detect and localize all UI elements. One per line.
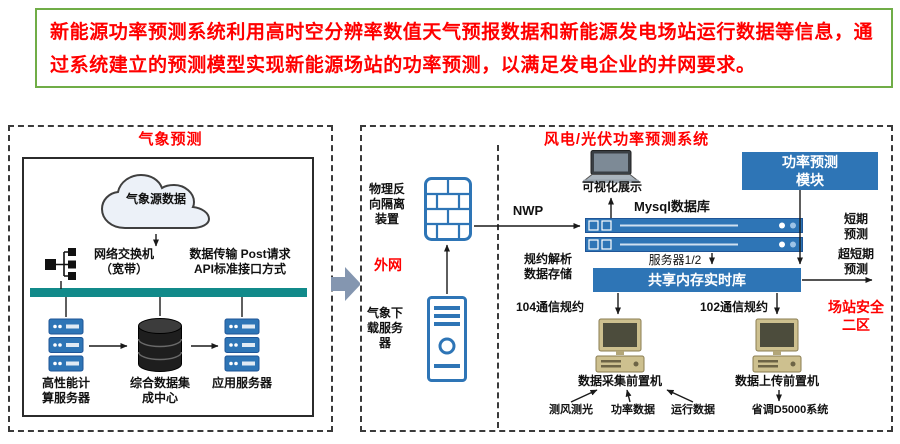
- data-collector-label: 数据采集前置机: [577, 374, 662, 388]
- weather-download-server-label: 气象下 载服务 器: [366, 306, 403, 350]
- weather-inner-box: [22, 157, 314, 417]
- header-description-box: 新能源功率预测系统利用高时空分辨率数值天气预报数据和新能源发电场站运行数据等信息…: [35, 8, 893, 88]
- rack-server-bar-1: [585, 218, 803, 233]
- firewall-icon: [424, 177, 472, 241]
- source-wind-light-label: 测风测光: [549, 404, 593, 416]
- flow-block-arrow-icon: [331, 267, 361, 301]
- power-panel-title: 风电/光伏功率预测系统: [543, 131, 710, 148]
- visualization-label: 可视化展示: [581, 180, 642, 194]
- shared-memory-bar: 共享内存实时库: [593, 268, 801, 292]
- protocol-102-label: 102通信规约: [699, 300, 769, 314]
- network-bus-bar: [30, 288, 307, 297]
- cloud-label: 气象源数据: [125, 192, 186, 206]
- servers-label: 服务器1/2: [648, 253, 702, 267]
- cloud-icon: [95, 172, 217, 232]
- rack-server-bar-2: [585, 237, 803, 252]
- short-term-label: 短期 预测: [843, 212, 868, 241]
- network-switch-label: 网络交换机 （宽带）: [93, 247, 154, 276]
- app-server-icon: [224, 318, 260, 372]
- network-switch-icon: [44, 247, 78, 281]
- source-power-data-label: 功率数据: [611, 404, 655, 416]
- nwp-label: NWP: [512, 203, 544, 218]
- database-cylinder-icon: [134, 317, 186, 373]
- app-server-label: 应用服务器: [211, 376, 272, 390]
- dispatch-system-label: 省调D5000系统: [751, 404, 829, 416]
- tower-server-icon: [427, 296, 467, 382]
- mysql-label: Mysql数据库: [634, 199, 710, 214]
- ultra-short-term-label: 超短期 预测: [837, 247, 874, 276]
- isolation-device-label: 物理反 向隔离 装置: [368, 182, 405, 226]
- protocol-104-label: 104通信规约: [515, 300, 585, 314]
- data-collector-icon: [594, 318, 646, 374]
- data-center-label: 综合数据集 成中心: [129, 376, 190, 405]
- security-zone-separator: [497, 145, 499, 428]
- extranet-label: 外网: [374, 257, 402, 273]
- header-description-text: 新能源功率预测系统利用高时空分辨率数值天气预报数据和新能源发电场站运行数据等信息…: [50, 22, 874, 76]
- api-transfer-label: 数据传输 Post请求 API标准接口方式: [189, 247, 291, 276]
- data-uploader-label: 数据上传前置机: [734, 374, 819, 388]
- data-uploader-icon: [751, 318, 803, 374]
- laptop-icon: [580, 150, 642, 184]
- source-operation-data-label: 运行数据: [671, 404, 715, 416]
- station-zone-label: 场站安全 二区: [828, 299, 884, 333]
- weather-forecast-panel: [8, 125, 333, 432]
- protocol-parse-label: 规约解析 数据存储: [523, 252, 572, 281]
- compute-server-label: 高性能计 算服务器: [41, 376, 90, 405]
- compute-server-icon: [48, 318, 84, 372]
- power-module-box: 功率预测 模块: [742, 152, 878, 190]
- weather-panel-title: 气象预测: [138, 131, 203, 148]
